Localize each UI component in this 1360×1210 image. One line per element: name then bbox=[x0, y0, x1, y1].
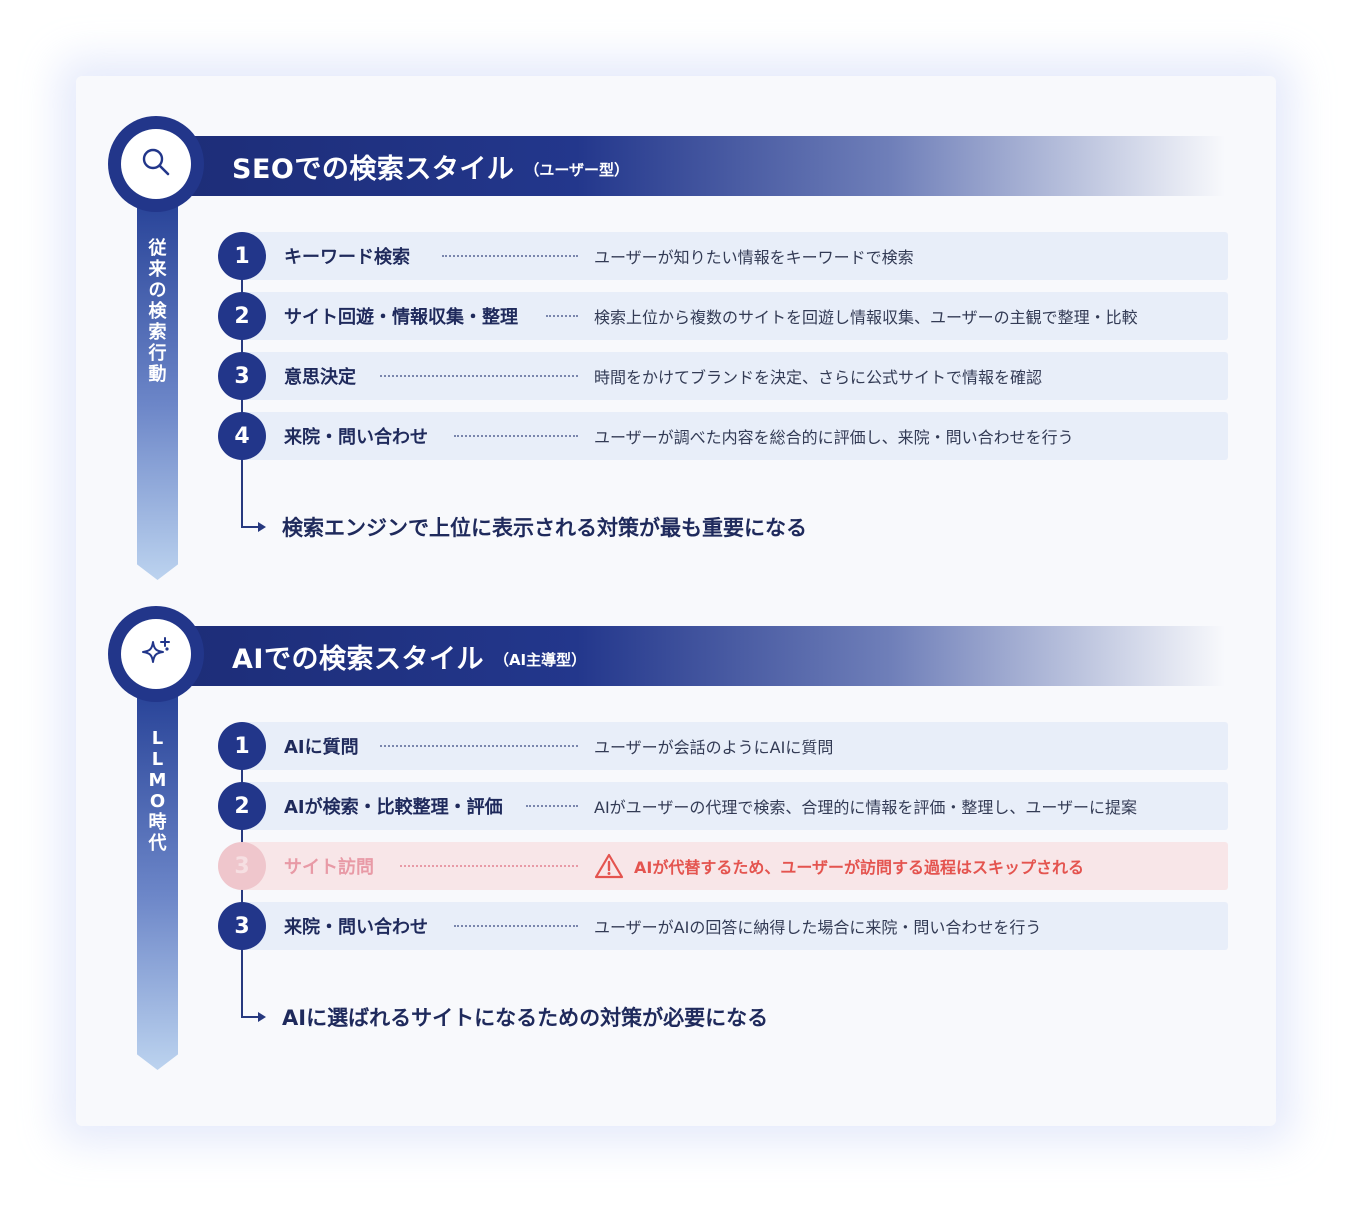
step-description: ユーザーが会話のようにAIに質問 bbox=[594, 738, 834, 757]
side-label: LLMO時代 bbox=[148, 728, 167, 854]
step-description: ユーザーが知りたい情報をキーワードで検索 bbox=[594, 248, 914, 267]
step-description: 時間をかけてブランドを決定、さらに公式サイトで情報を確認 bbox=[594, 368, 1043, 387]
step-label: サイト回遊・情報収集・整理 bbox=[284, 307, 518, 328]
arrow-right-icon bbox=[258, 522, 266, 532]
dotted-leader bbox=[526, 805, 578, 807]
sparkle-icon bbox=[138, 634, 174, 674]
step-row: 来院・問い合わせ ユーザーがAIの回答に納得した場合に来院・問い合わせを行う bbox=[240, 902, 1228, 950]
step-description: AIが代替するため、ユーザーが訪問する過程はスキップされる bbox=[594, 853, 1084, 879]
side-timeline-bar: 従来の検索行動 bbox=[137, 190, 178, 580]
step-number: 1 bbox=[218, 722, 266, 770]
step-row: AIが検索・比較整理・評価 AIがユーザーの代理で検索、合理的に情報を評価・整理… bbox=[240, 782, 1228, 830]
dotted-leader bbox=[442, 255, 578, 257]
search-icon bbox=[139, 145, 173, 183]
section-subtitle: （ユーザー型） bbox=[524, 160, 630, 179]
step-label: AIに質問 bbox=[284, 737, 359, 758]
dotted-leader bbox=[400, 865, 578, 867]
dotted-leader bbox=[454, 435, 578, 437]
step-row: キーワード検索 ユーザーが知りたい情報をキーワードで検索 bbox=[240, 232, 1228, 280]
step-number: 3 bbox=[218, 902, 266, 950]
section-title-bar: SEOでの検索スタイル （ユーザー型） bbox=[180, 136, 1225, 196]
step-description: 検索上位から複数のサイトを回遊し情報収集、ユーザーの主観で整理・比較 bbox=[594, 308, 1138, 327]
warning-icon bbox=[594, 853, 624, 879]
step-number: 3 bbox=[218, 352, 266, 400]
step-row: サイト回遊・情報収集・整理 検索上位から複数のサイトを回遊し情報収集、ユーザーの… bbox=[240, 292, 1228, 340]
conclusion-connector bbox=[241, 1016, 259, 1018]
dotted-leader bbox=[380, 375, 578, 377]
section-title: AIでの検索スタイル bbox=[232, 643, 484, 675]
arrow-right-icon bbox=[258, 1012, 266, 1022]
dotted-leader bbox=[380, 745, 578, 747]
step-label: キーワード検索 bbox=[284, 247, 410, 268]
step-row: AIに質問 ユーザーが会話のようにAIに質問 bbox=[240, 722, 1228, 770]
section-title-bar: AIでの検索スタイル （AI主導型） bbox=[180, 626, 1225, 686]
skip-warning-text: AIが代替するため、ユーザーが訪問する過程はスキップされる bbox=[634, 858, 1085, 877]
dotted-leader bbox=[546, 315, 578, 317]
step-label: 来院・問い合わせ bbox=[284, 427, 428, 448]
step-row: 来院・問い合わせ ユーザーが調べた内容を総合的に評価し、来院・問い合わせを行う bbox=[240, 412, 1228, 460]
step-row: 意思決定 時間をかけてブランドを決定、さらに公式サイトで情報を確認 bbox=[240, 352, 1228, 400]
section-badge bbox=[108, 606, 204, 702]
section-badge bbox=[108, 116, 204, 212]
side-timeline-bar: LLMO時代 bbox=[137, 680, 178, 1070]
step-description: ユーザーが調べた内容を総合的に評価し、来院・問い合わせを行う bbox=[594, 428, 1074, 447]
section-title: SEOでの検索スタイル bbox=[232, 153, 515, 185]
step-label: 意思決定 bbox=[284, 367, 356, 388]
step-number: 1 bbox=[218, 232, 266, 280]
section-subtitle: （AI主導型） bbox=[493, 650, 587, 669]
side-label: 従来の検索行動 bbox=[148, 238, 167, 385]
step-number: 3 bbox=[218, 842, 266, 890]
step-number: 2 bbox=[218, 292, 266, 340]
step-label: 来院・問い合わせ bbox=[284, 917, 428, 938]
step-label: AIが検索・比較整理・評価 bbox=[284, 797, 503, 818]
conclusion-text: 検索エンジンで上位に表示される対策が最も重要になる bbox=[282, 516, 807, 540]
step-number: 2 bbox=[218, 782, 266, 830]
step-label: サイト訪問 bbox=[284, 857, 374, 878]
conclusion-text: AIに選ばれるサイトになるための対策が必要になる bbox=[282, 1006, 769, 1030]
conclusion-connector bbox=[241, 526, 259, 528]
dotted-leader bbox=[454, 925, 578, 927]
step-number: 4 bbox=[218, 412, 266, 460]
step-description: ユーザーがAIの回答に納得した場合に来院・問い合わせを行う bbox=[594, 918, 1042, 937]
skipped-step-row: サイト訪問 AIが代替するため、ユーザーが訪問する過程はスキップされる bbox=[240, 842, 1228, 890]
step-description: AIがユーザーの代理で検索、合理的に情報を評価・整理し、ユーザーに提案 bbox=[594, 798, 1138, 817]
